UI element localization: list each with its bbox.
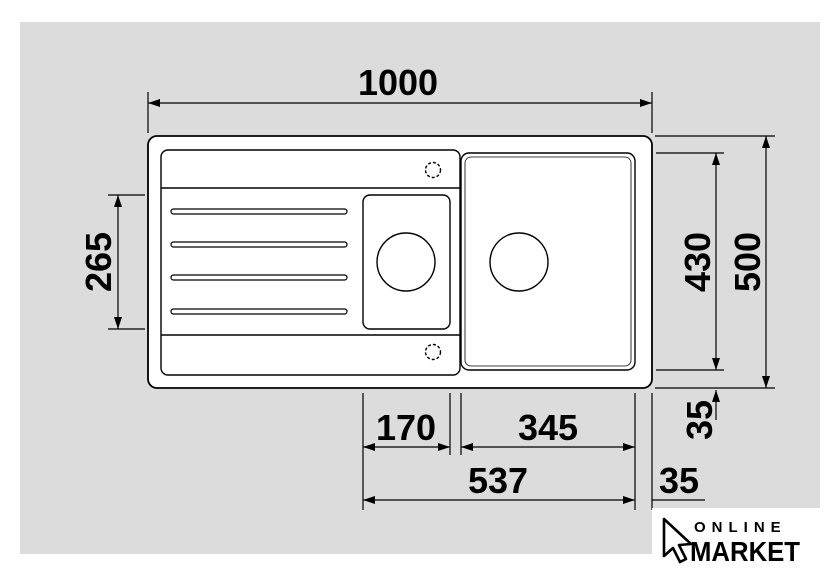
label-170: 170 [376,407,436,448]
label-537: 537 [468,460,528,501]
sink-outline [147,135,653,389]
tap-hole-bottom [424,343,442,361]
large-bowl-inner-edge [464,156,632,367]
dimension-lines [108,92,775,510]
label-35-horizontal: 35 [659,460,699,501]
drainer-grooves [170,208,348,315]
large-bowl-drain [489,232,549,292]
cursor-arrow-icon [662,517,693,564]
label-500: 500 [727,232,768,292]
label-345: 345 [518,407,578,448]
drainer-groove [170,274,348,281]
drainer-board [160,149,461,376]
small-bowl-drain [376,232,436,292]
label-430: 430 [677,232,718,292]
label-265: 265 [78,232,119,292]
label-35-vertical: 35 [679,400,720,440]
logo-line-market: MARKET [690,536,800,567]
drainer-groove [170,208,348,215]
online-market-logo: ONLINE MARKET [652,508,840,575]
sink-rim [147,135,653,389]
label-1000: 1000 [358,62,438,103]
logo-line-online: ONLINE [694,519,787,536]
large-bowl [460,152,636,371]
drainer-groove [170,241,348,248]
small-bowl [362,194,451,330]
tap-hole-top [424,161,442,179]
logo-background [652,508,840,575]
drainer-groove [170,308,348,315]
